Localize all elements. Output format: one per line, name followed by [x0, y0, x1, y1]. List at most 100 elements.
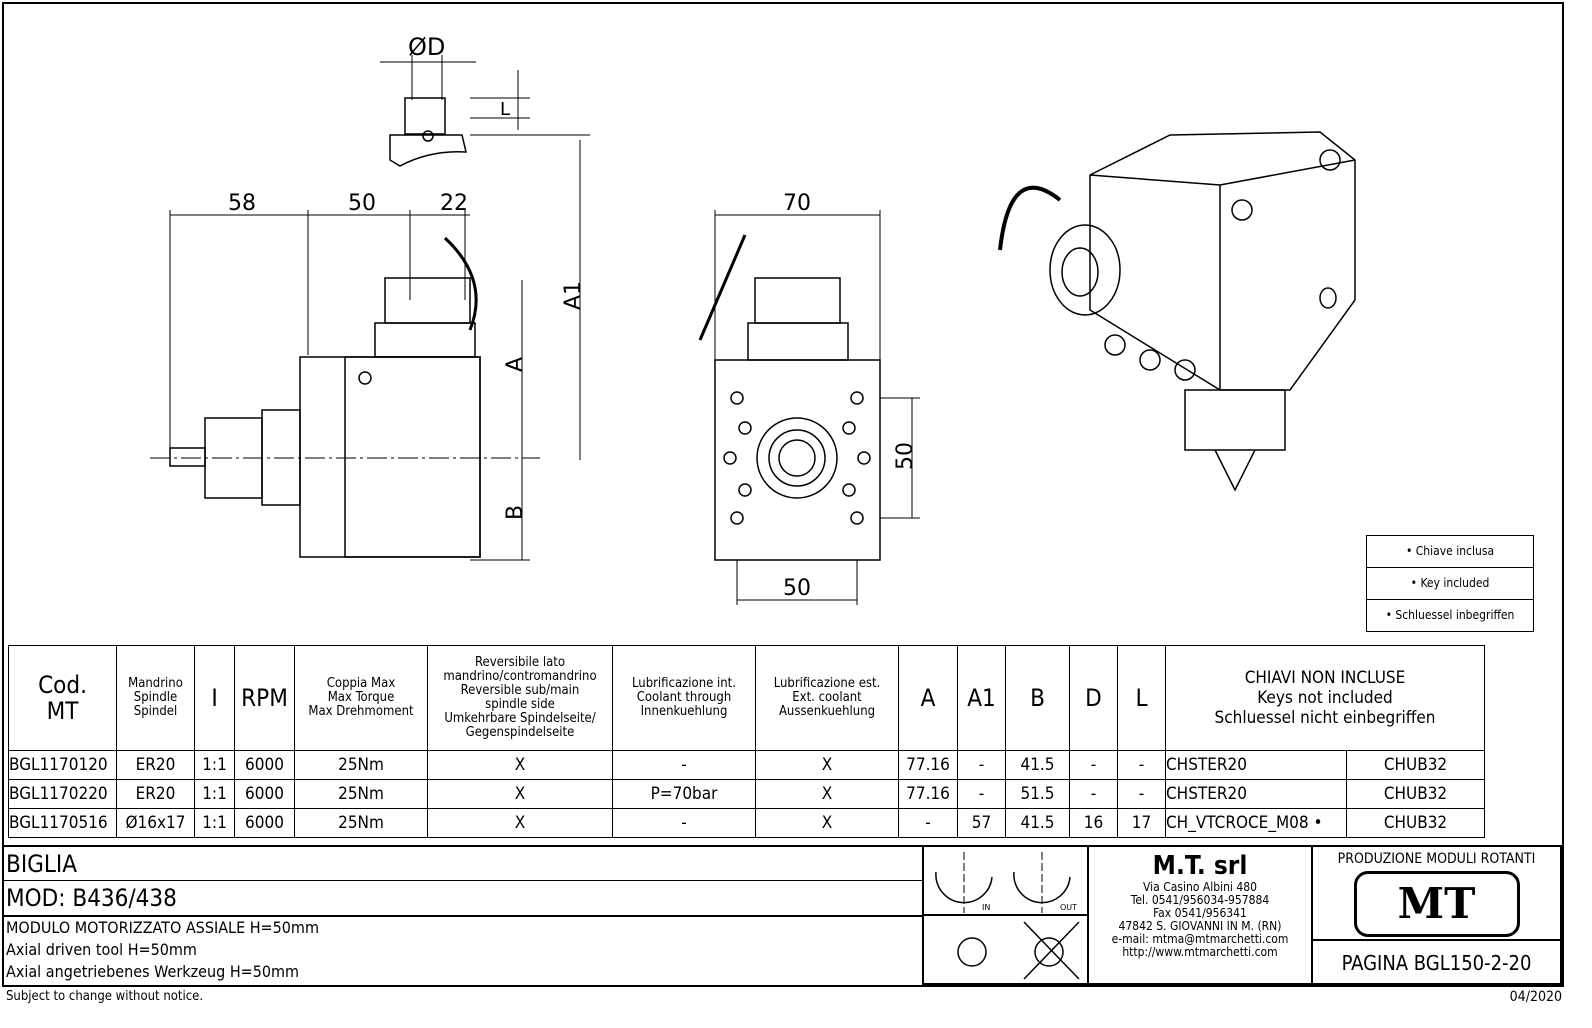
drawing-frame: [2, 2, 1564, 987]
table-cell: -: [612, 808, 756, 838]
table-cell: X: [755, 750, 899, 780]
table-cell: ER20: [116, 779, 195, 809]
table-cell: X: [755, 808, 899, 838]
fax: Fax 0541/956341: [1153, 906, 1247, 920]
description-it: MODULO MOTORIZZATO ASSIALE H=50mm: [6, 918, 319, 937]
table-cell: 6000: [234, 750, 295, 780]
table-cell: X: [755, 779, 899, 809]
front-view: 70 50 50: [698, 191, 920, 605]
header-b: B: [1005, 645, 1070, 751]
page-number: PAGINA BGL150-2-20: [1341, 951, 1532, 975]
table-cell: 1:1: [194, 779, 235, 809]
header-rpm: RPM: [234, 645, 295, 751]
rotation-in-label: IN: [982, 903, 990, 912]
table-cell: 6000: [234, 779, 295, 809]
header-reversible: Reversibile lato mandrino/contromandrino…: [427, 645, 613, 751]
table-cell: 16: [1069, 808, 1118, 838]
company-info: M.T. srl Via Casino Albini 480 Tel. 0541…: [1087, 845, 1313, 985]
dim-a: A: [503, 357, 528, 372]
revision-date: 04/2020: [1509, 989, 1562, 1005]
rotation-icons-box: IN OUT: [922, 845, 1089, 985]
table-cell: 25Nm: [294, 779, 428, 809]
header-d: D: [1069, 645, 1118, 751]
dim-50-vertical: 50: [893, 442, 918, 470]
table-cell: X: [427, 808, 613, 838]
table-cell: CHSTER20: [1165, 750, 1347, 780]
divider: [2, 880, 922, 881]
city: 47842 S. GIOVANNI IN M. (RN): [1118, 919, 1282, 933]
key-detail-view: ØD L: [380, 33, 530, 167]
dim-a1: A1: [561, 281, 586, 310]
table-cell: CHUB32: [1346, 779, 1485, 809]
table-cell: 17: [1117, 808, 1166, 838]
dim-22: 22: [440, 191, 468, 216]
rotation-out-label: OUT: [1060, 903, 1077, 912]
table-cell: 1:1: [194, 808, 235, 838]
production-box: PRODUZIONE MODULI ROTANTI MT PAGINA BGL1…: [1311, 845, 1562, 985]
rotation-out-icon: [1013, 871, 1071, 904]
wrench-icon: [957, 937, 987, 967]
divider: [2, 915, 922, 917]
table-cell: -: [1069, 750, 1118, 780]
production-label: PRODUZIONE MODULI ROTANTI: [1337, 851, 1536, 867]
header-keys: CHIAVI NON INCLUSE Keys not included Sch…: [1165, 645, 1485, 751]
email: e-mail: mtma@mtmarchetti.com: [1111, 932, 1289, 946]
header-coolant-ext: Lubrificazione est. Ext. coolant Aussenk…: [755, 645, 899, 751]
table-cell: 41.5: [1005, 750, 1070, 780]
divider: [1313, 939, 1560, 941]
table-cell: 25Nm: [294, 750, 428, 780]
table-cell: Ø16x17: [116, 808, 195, 838]
dim-70: 70: [783, 191, 811, 216]
table-cell: 77.16: [898, 779, 958, 809]
mt-logo: MT: [1353, 871, 1520, 937]
dim-l: L: [500, 99, 510, 120]
company-name: M.T. srl: [1152, 851, 1248, 881]
table-cell: P=70bar: [612, 779, 756, 809]
model: MOD: B436/438: [6, 884, 177, 912]
change-notice: Subject to change without notice.: [6, 989, 204, 1004]
description-en: Axial driven tool H=50mm: [6, 940, 197, 959]
table-cell: -: [1117, 750, 1166, 780]
dim-b: B: [503, 505, 528, 520]
rotation-in-icon: [935, 871, 993, 904]
included-key-legend: • Chiave inclusa • Key included • Schlue…: [1366, 535, 1534, 632]
legend-it: • Chiave inclusa: [1367, 536, 1533, 568]
table-cell: 51.5: [1005, 779, 1070, 809]
table-cell: 41.5: [1005, 808, 1070, 838]
table-cell: -: [612, 750, 756, 780]
header-torque: Coppia Max Max Torque Max Drehmoment: [294, 645, 428, 751]
side-view: 58 50 22 A1 A B: [150, 134, 590, 561]
table-cell: ER20: [116, 750, 195, 780]
technical-drawings: ØD L 58 50 22 A1: [150, 33, 1356, 605]
table-cell: BGL1170220: [8, 779, 117, 809]
table-cell: X: [427, 750, 613, 780]
header-code: Cod. MT: [8, 645, 117, 751]
description-de: Axial angetriebenes Werkzeug H=50mm: [6, 962, 300, 981]
table-cell: BGL1170516: [8, 808, 117, 838]
table-cell: CH_VTCROCE_M08 •: [1165, 808, 1347, 838]
divider: [2, 845, 1560, 847]
header-a: A: [898, 645, 958, 751]
isometric-view: [998, 131, 1356, 492]
table-cell: 1:1: [194, 750, 235, 780]
table-cell: -: [898, 808, 958, 838]
header-a1: A1: [957, 645, 1006, 751]
legend-en: • Key included: [1367, 568, 1533, 600]
phone: Tel. 0541/956034-957884: [1130, 893, 1270, 907]
dim-58: 58: [228, 191, 256, 216]
website: http://www.mtmarchetti.com: [1122, 945, 1278, 959]
wrench-crossed-icon: [1034, 937, 1064, 967]
dim-diameter-d: ØD: [408, 33, 445, 61]
table-cell: CHUB32: [1346, 750, 1485, 780]
table-cell: 77.16: [898, 750, 958, 780]
table-cell: 6000: [234, 808, 295, 838]
header-l: L: [1117, 645, 1166, 751]
table-cell: CHUB32: [1346, 808, 1485, 838]
header-spindle: Mandrino Spindle Spindel: [116, 645, 195, 751]
header-coolant-int: Lubrificazione int. Coolant through Inne…: [612, 645, 756, 751]
specification-table: Cod. MT Mandrino Spindle Spindel I RPM C…: [8, 645, 1485, 838]
table-cell: -: [1069, 779, 1118, 809]
